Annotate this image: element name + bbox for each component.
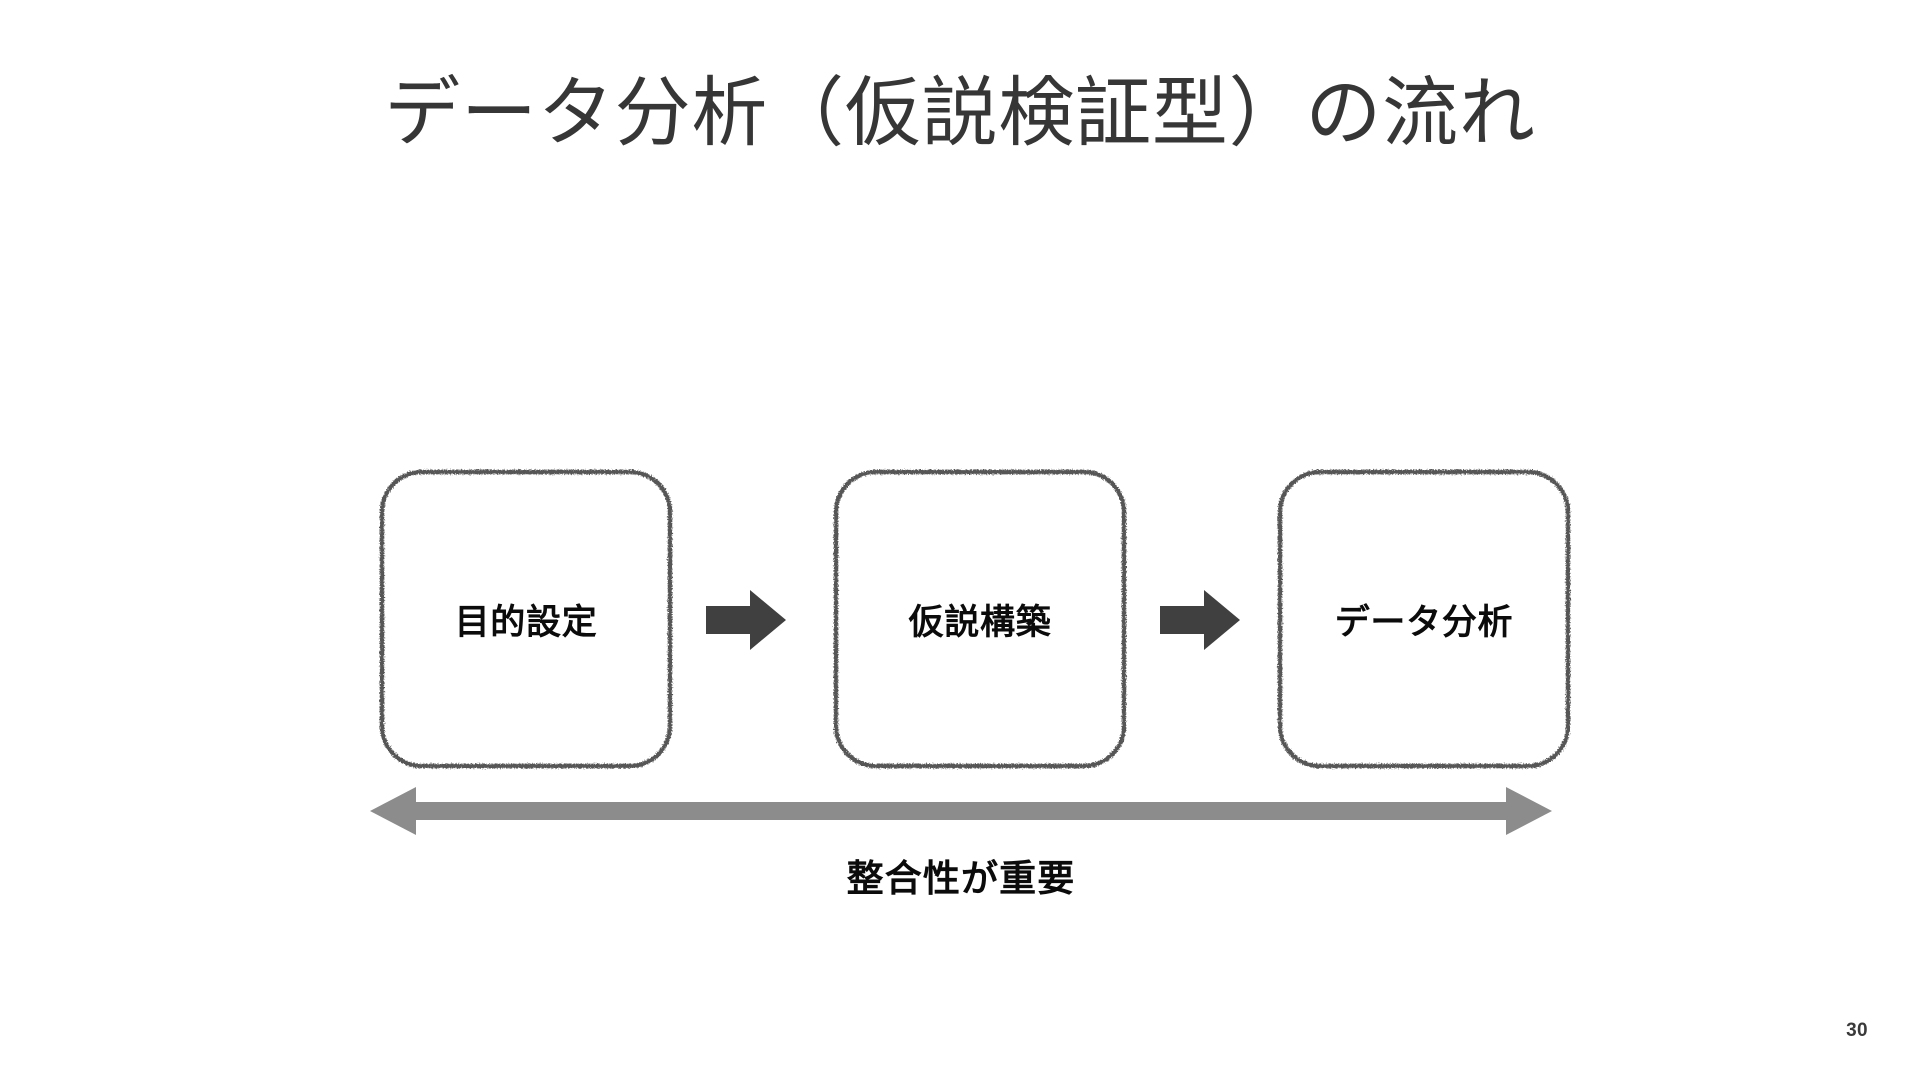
double-headed-arrow-icon xyxy=(370,784,1552,838)
span-caption: 整合性が重要 xyxy=(846,858,1076,899)
right-arrow-icon-1 xyxy=(706,588,786,652)
flow-step-label-1: 目的設定 xyxy=(454,602,598,642)
double-headed-arrow-glyph xyxy=(370,787,1552,835)
right-arrow-icon-2 xyxy=(1160,588,1240,652)
right-arrow-glyph xyxy=(706,590,786,650)
page-title: データ分析（仮説検証型）の流れ xyxy=(384,71,1536,156)
flow-step-label-3: データ分析 xyxy=(1334,602,1514,642)
flow-step-label-2: 仮説構築 xyxy=(908,602,1052,642)
flow-step-box-3[interactable]: データ分析 xyxy=(1276,468,1572,770)
flow-step-box-1[interactable]: 目的設定 xyxy=(378,468,674,770)
page-number: 30 xyxy=(1846,1020,1868,1041)
flow-step-box-2[interactable]: 仮説構築 xyxy=(832,468,1128,770)
right-arrow-glyph xyxy=(1160,590,1240,650)
